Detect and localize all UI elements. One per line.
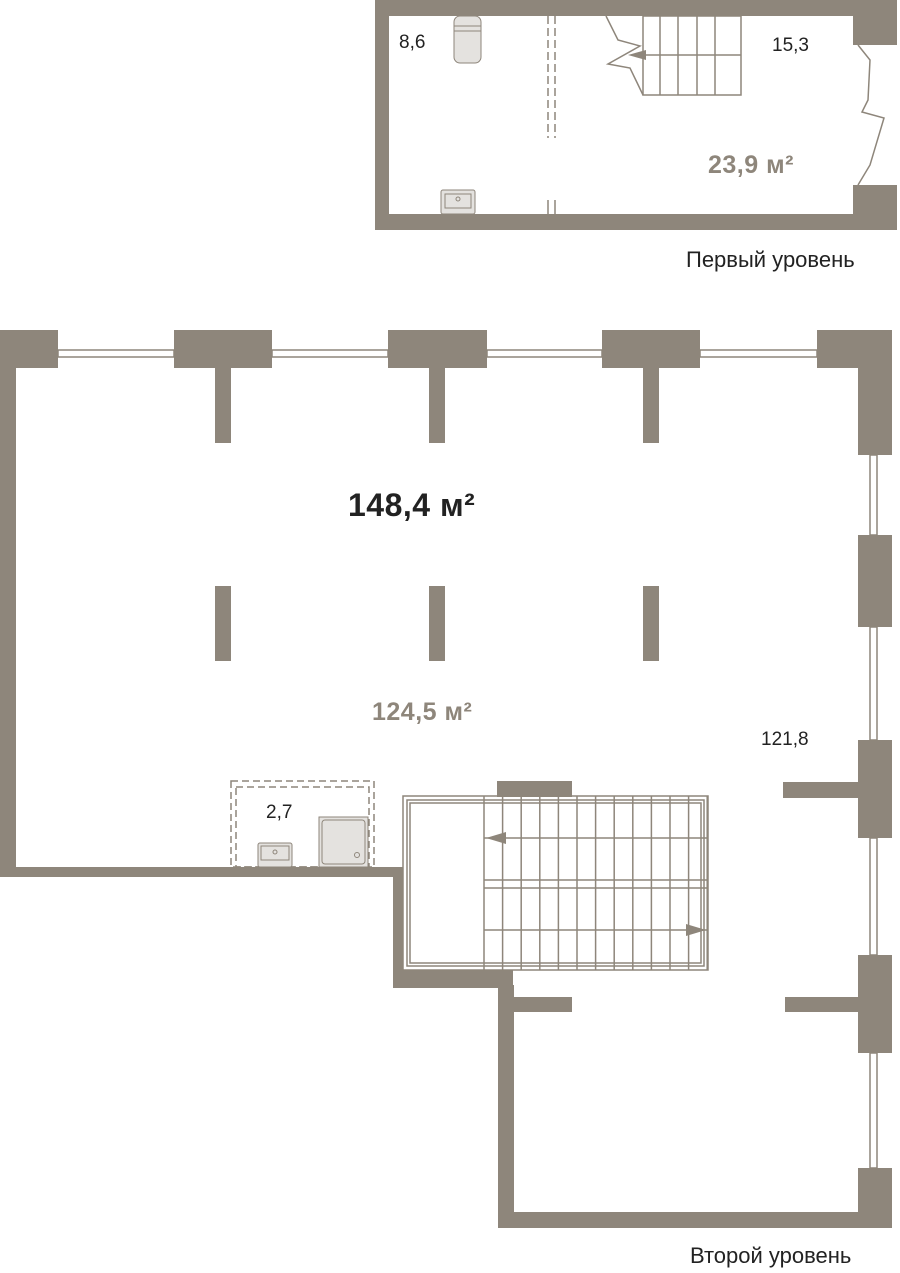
second-level-label: Второй уровень [690, 1243, 852, 1268]
sink-icon [440, 189, 476, 215]
windows [57, 349, 878, 1169]
first-level-details [547, 15, 885, 214]
first-level-label: Первый уровень [686, 247, 855, 272]
second-level-area: 124,5 м² [372, 698, 473, 726]
walls-second-level [0, 330, 892, 1228]
room-area-label: 15,3 [772, 35, 809, 56]
toilet-icon [453, 15, 482, 64]
walls-first-level [375, 0, 897, 230]
shower-icon [318, 816, 369, 868]
staircase [230, 780, 709, 971]
apartment-total-area: 148,4 м² [348, 487, 476, 523]
room-area-label: 2,7 [266, 802, 293, 823]
stair-arrow-down-icon [686, 924, 706, 936]
room-area-label: 121,8 [761, 729, 809, 750]
first-level-area: 23,9 м² [708, 151, 794, 179]
stair-arrow-icon [628, 50, 646, 60]
stair-arrow-up-icon [486, 832, 506, 844]
sink-icon [257, 842, 293, 868]
room-area-label: 8,6 [399, 32, 426, 53]
